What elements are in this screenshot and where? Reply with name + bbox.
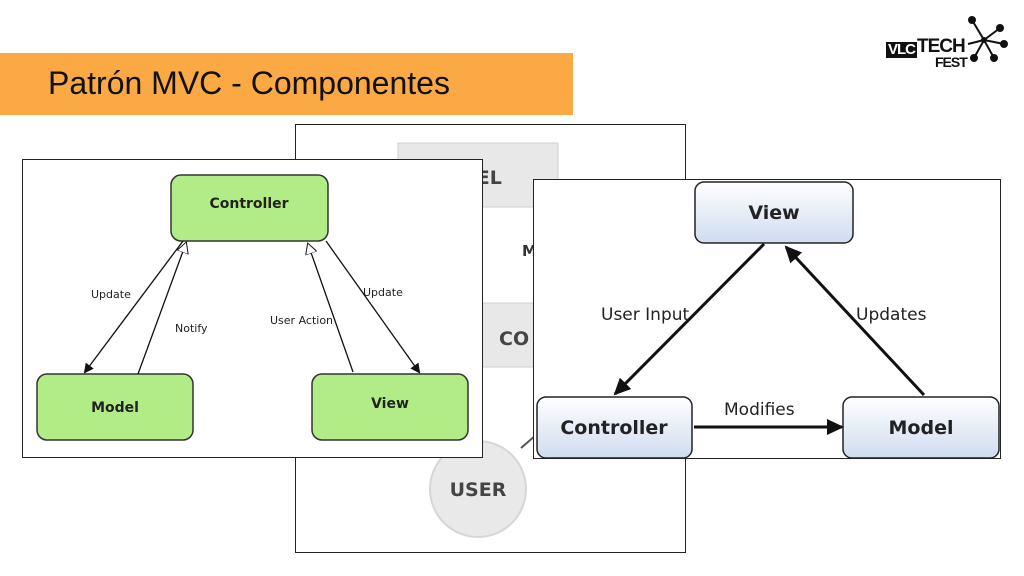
right-mvc-diagram: View Controller Model User Input Updates… <box>536 181 1000 459</box>
left-update-arrow <box>83 240 184 374</box>
right-view-label: View <box>748 202 799 224</box>
left-controller-label: Controller <box>209 196 288 212</box>
right-user-input-label: User Input <box>601 305 690 325</box>
title-bar: Patrón MVC - Componentes <box>0 53 573 115</box>
slide-title: Patrón MVC - Componentes <box>48 65 450 101</box>
right-model-label: Model <box>889 417 954 439</box>
left-update-label: Update <box>91 288 131 301</box>
logo-vlc-text: VLC <box>886 41 917 58</box>
right-view-box <box>694 181 854 244</box>
left-diagram-panel: Controller Model View Update Notify User… <box>22 159 483 458</box>
vlctechfest-logo: VLC TECH FEST <box>884 14 1008 72</box>
right-diagram-panel: View Controller Model User Input Updates… <box>533 179 1001 459</box>
left-controller-box <box>170 174 329 242</box>
left-model-label: Model <box>91 400 139 416</box>
left-user-action-label: User Action <box>270 314 333 327</box>
network-star-icon <box>967 16 1008 62</box>
left-update-right-label: Update <box>363 286 403 299</box>
logo-fest-text: FEST <box>935 54 968 70</box>
back-controller-label: CO <box>499 328 529 350</box>
left-view-box <box>311 373 469 441</box>
right-updates-arrow <box>784 245 926 397</box>
left-notify-label: Notify <box>175 322 208 335</box>
right-updates-label: Updates <box>856 305 927 325</box>
left-view-label: View <box>371 396 409 412</box>
right-user-input-arrow <box>613 242 766 396</box>
left-model-box <box>36 373 194 441</box>
right-controller-box <box>536 396 693 459</box>
right-controller-label: Controller <box>560 417 668 439</box>
left-mvc-diagram: Controller Model View Update Notify User… <box>36 174 469 441</box>
right-modifies-label: Modifies <box>724 400 795 420</box>
logo-tech-text: TECH <box>917 36 966 57</box>
left-user-action-arrow <box>308 244 354 373</box>
back-user-label: USER <box>450 479 507 501</box>
left-update-right-arrow <box>325 240 421 374</box>
left-notify-arrow <box>137 243 186 375</box>
